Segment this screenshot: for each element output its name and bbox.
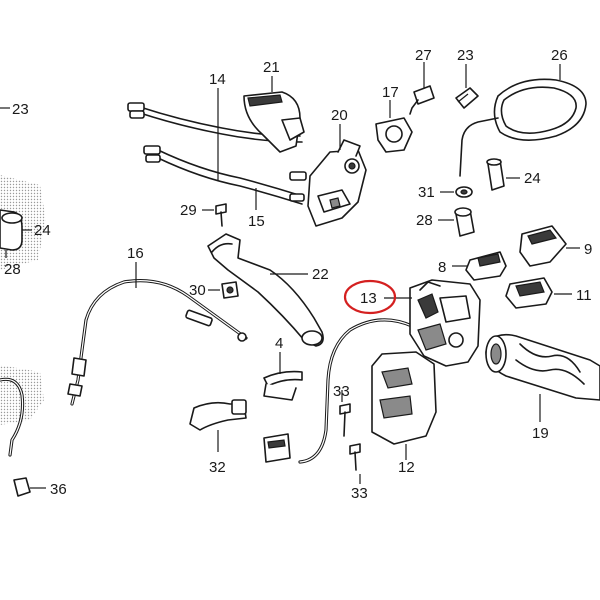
switch-assembly-13 bbox=[384, 279, 481, 367]
callout-20: 20 bbox=[331, 107, 348, 124]
switch-8 bbox=[452, 251, 507, 281]
callout-33-upper: 33 bbox=[333, 383, 350, 400]
callout-14: 14 bbox=[209, 71, 226, 88]
nut-30 bbox=[208, 281, 239, 299]
callout-27: 27 bbox=[415, 47, 432, 64]
switch-9 bbox=[519, 225, 580, 267]
callout-9: 9 bbox=[584, 241, 592, 258]
lever-22 bbox=[207, 233, 324, 347]
callout-30: 30 bbox=[189, 282, 206, 299]
callout-33-lower: 33 bbox=[351, 485, 368, 502]
screws-33 bbox=[339, 390, 361, 484]
clip-32 bbox=[189, 399, 247, 452]
screw-29 bbox=[202, 203, 227, 227]
nut-24 bbox=[486, 158, 520, 191]
switch-housing-20 bbox=[307, 124, 367, 227]
callout-11: 11 bbox=[576, 287, 592, 304]
band-4 bbox=[263, 352, 303, 401]
callout-21: 21 bbox=[263, 59, 280, 76]
bolt-23 bbox=[455, 64, 479, 109]
callout-32: 32 bbox=[209, 459, 226, 476]
callout-labels: 23 24 28 36 14 21 20 17 27 23 26 24 31 2… bbox=[4, 47, 592, 502]
callout-17: 17 bbox=[382, 84, 399, 101]
callout-13: 13 bbox=[360, 290, 377, 307]
callout-28-left: 28 bbox=[4, 261, 21, 278]
callout-19: 19 bbox=[532, 425, 549, 442]
bolt-27 bbox=[409, 62, 435, 115]
callout-16: 16 bbox=[127, 245, 144, 262]
switch-cover-21 bbox=[243, 76, 305, 153]
washer-31 bbox=[440, 186, 473, 198]
lower-housing-12 bbox=[371, 351, 437, 460]
callout-36: 36 bbox=[50, 481, 67, 498]
callout-23-right: 23 bbox=[457, 47, 474, 64]
clamp-17 bbox=[375, 100, 413, 153]
callout-4: 4 bbox=[275, 335, 283, 352]
cable-16 bbox=[67, 262, 248, 406]
callout-22: 22 bbox=[312, 266, 329, 283]
callout-12: 12 bbox=[398, 459, 415, 476]
nut-28 bbox=[438, 207, 475, 237]
grip-19 bbox=[485, 333, 600, 422]
wire-harness-14-15 bbox=[127, 88, 307, 210]
callout-31: 31 bbox=[418, 184, 435, 201]
callout-15: 15 bbox=[248, 213, 265, 230]
highlight-ring bbox=[343, 279, 397, 315]
callout-24-right: 24 bbox=[524, 170, 541, 187]
switch-wire bbox=[263, 318, 414, 464]
mirror-26 bbox=[459, 64, 587, 177]
left-edge-parts bbox=[0, 107, 46, 497]
callout-24-left: 24 bbox=[34, 222, 51, 239]
callout-29: 29 bbox=[180, 202, 197, 219]
switch-11 bbox=[505, 277, 572, 309]
callout-8: 8 bbox=[438, 259, 446, 276]
callout-28-right: 28 bbox=[416, 212, 433, 229]
callout-26: 26 bbox=[551, 47, 568, 64]
callout-23-left: 23 bbox=[12, 101, 29, 118]
